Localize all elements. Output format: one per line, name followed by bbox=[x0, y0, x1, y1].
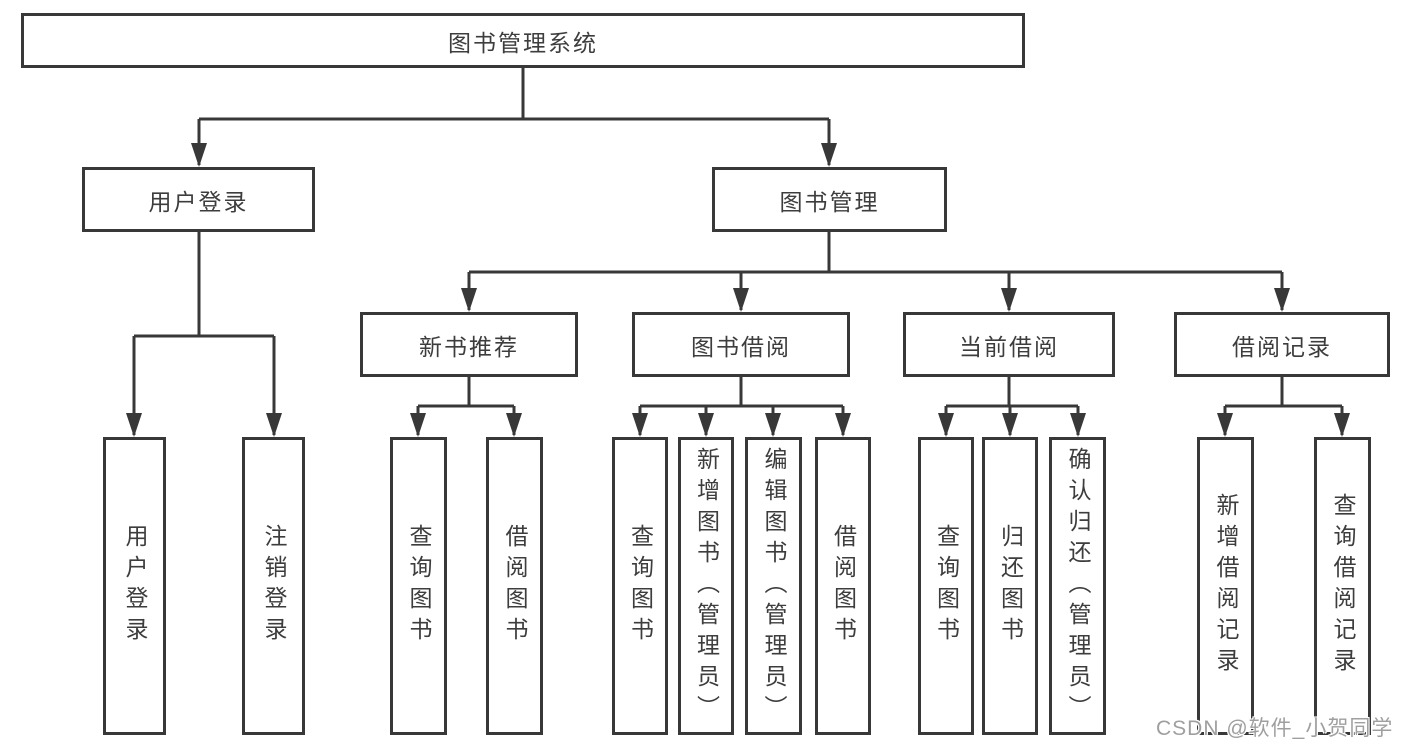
leaf-borrowing-query-label: 查询图书 bbox=[627, 524, 654, 648]
leaf-current-return: 归还图书 bbox=[982, 437, 1038, 735]
leaf-record-add-label: 新增借阅记录 bbox=[1213, 493, 1239, 679]
connector-current-bracket bbox=[946, 377, 1078, 408]
leaf-borrowing-borrow-label: 借阅图书 bbox=[830, 524, 857, 648]
leaf-current-return-label: 归还图书 bbox=[997, 524, 1024, 648]
node-borrow-record-label: 借阅记录 bbox=[1232, 333, 1332, 360]
node-user-login-label: 用户登录 bbox=[148, 188, 249, 215]
leaf-current-query: 查询图书 bbox=[918, 437, 974, 735]
connector-user-login-bracket bbox=[134, 232, 274, 338]
leaf-current-confirm: 确认归还（管理员） bbox=[1049, 437, 1106, 735]
node-book-borrowing: 图书借阅 bbox=[632, 312, 850, 377]
leaf-borrowing-edit-label: 编辑图书（管理员） bbox=[761, 446, 787, 726]
connector-root-bracket bbox=[199, 68, 829, 121]
node-current-borrowing-label: 当前借阅 bbox=[959, 333, 1059, 360]
node-new-book-recommend: 新书推荐 bbox=[360, 312, 578, 377]
leaf-borrowing-borrow: 借阅图书 bbox=[815, 437, 871, 735]
leaf-borrowing-add-label: 新增图书（管理员） bbox=[693, 446, 720, 726]
node-new-book-recommend-label: 新书推荐 bbox=[419, 333, 519, 360]
leaf-newbook-borrow-label: 借阅图书 bbox=[502, 524, 528, 648]
arrow-connectors bbox=[126, 119, 1350, 437]
connector-record-bracket bbox=[1225, 377, 1342, 408]
node-borrow-record: 借阅记录 bbox=[1174, 312, 1390, 377]
leaf-record-add: 新增借阅记录 bbox=[1197, 437, 1254, 735]
leaf-borrowing-query: 查询图书 bbox=[612, 437, 668, 735]
node-book-management-label: 图书管理 bbox=[779, 188, 880, 215]
watermark: CSDN @软件_小贺同学 bbox=[1156, 717, 1394, 740]
leaf-user-login: 用户登录 bbox=[103, 437, 166, 735]
leaf-user-login-label: 用户登录 bbox=[122, 524, 148, 648]
leaf-current-query-label: 查询图书 bbox=[933, 524, 960, 648]
node-book-borrowing-label: 图书借阅 bbox=[691, 333, 791, 360]
node-root-label: 图书管理系统 bbox=[448, 29, 598, 56]
node-current-borrowing: 当前借阅 bbox=[903, 312, 1115, 377]
node-book-management: 图书管理 bbox=[712, 167, 947, 232]
connector-book-management-bracket bbox=[469, 232, 1282, 274]
leaf-newbook-query-label: 查询图书 bbox=[406, 524, 432, 648]
leaf-logout-label: 注销登录 bbox=[261, 524, 287, 648]
connector-borrowing-bracket bbox=[640, 377, 843, 408]
leaf-borrowing-edit: 编辑图书（管理员） bbox=[745, 437, 802, 735]
leaf-logout: 注销登录 bbox=[242, 437, 305, 735]
leaf-newbook-borrow: 借阅图书 bbox=[486, 437, 543, 735]
node-user-login: 用户登录 bbox=[82, 167, 315, 232]
connector-new-book-bracket bbox=[418, 377, 514, 408]
leaf-record-query: 查询借阅记录 bbox=[1314, 437, 1371, 735]
leaf-current-confirm-label: 确认归还（管理员） bbox=[1065, 446, 1091, 726]
node-root: 图书管理系统 bbox=[21, 13, 1025, 68]
leaf-borrowing-add: 新增图书（管理员） bbox=[678, 437, 734, 735]
leaf-record-query-label: 查询借阅记录 bbox=[1330, 493, 1356, 679]
leaf-newbook-query: 查询图书 bbox=[390, 437, 447, 735]
